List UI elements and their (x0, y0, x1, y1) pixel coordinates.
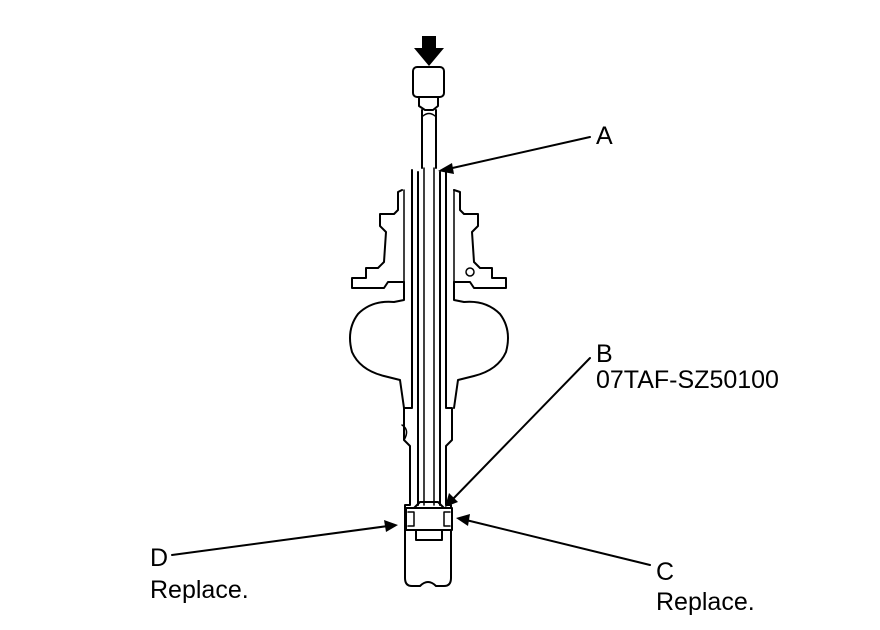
leader-d (171, 520, 398, 556)
left-spring-seat (349, 189, 408, 441)
leader-b (445, 357, 591, 507)
label-b: B (596, 340, 613, 368)
leader-a (438, 136, 591, 174)
down-arrow-icon (414, 36, 444, 66)
label-d: D (150, 544, 169, 572)
seal-assembly (405, 501, 453, 541)
label-c-note: Replace. (656, 588, 755, 616)
label-b-tool-number: 07TAF-SZ50100 (596, 366, 779, 394)
leader-c (456, 514, 651, 566)
press-cap (412, 66, 445, 111)
label-c: C (656, 558, 675, 586)
piston-rod (421, 109, 437, 169)
label-a: A (596, 122, 613, 150)
right-spring-seat (453, 189, 509, 409)
label-d-note: Replace. (150, 576, 249, 604)
damper-body (403, 167, 453, 587)
